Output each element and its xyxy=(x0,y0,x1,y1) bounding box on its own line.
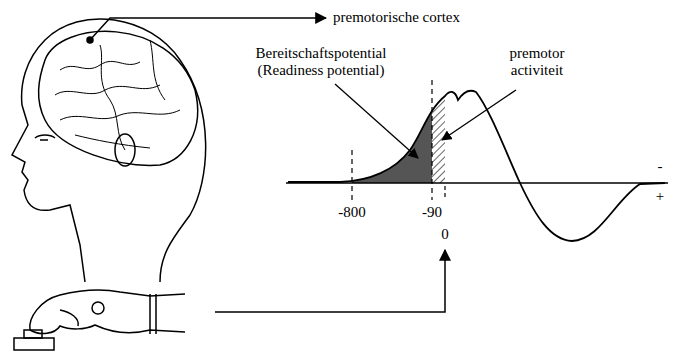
polarity-sign: - xyxy=(658,158,663,175)
tick-label: 0 xyxy=(441,226,449,243)
premotor-area xyxy=(432,91,445,183)
tick-label: -800 xyxy=(338,204,366,221)
event-arrow xyxy=(215,250,445,312)
tick-label: -90 xyxy=(422,204,442,221)
dashed-marker xyxy=(431,80,432,200)
potential-curve xyxy=(288,91,665,241)
dashed-marker xyxy=(444,186,445,200)
leader-arrow xyxy=(442,90,516,140)
potential-graph xyxy=(286,80,668,241)
polarity-sign: + xyxy=(656,188,664,205)
hand-illustration xyxy=(14,250,445,350)
callout-label: Bereitschaftspotential (Readiness potent… xyxy=(235,45,407,79)
readiness-area xyxy=(352,91,432,183)
brain-outline xyxy=(39,31,198,165)
dashed-marker xyxy=(351,150,352,200)
leader-arrow xyxy=(90,18,326,40)
callout-label: premotor activiteit xyxy=(495,45,579,79)
leader-arrow xyxy=(335,84,418,158)
region-label: premotorische cortex xyxy=(333,9,460,26)
